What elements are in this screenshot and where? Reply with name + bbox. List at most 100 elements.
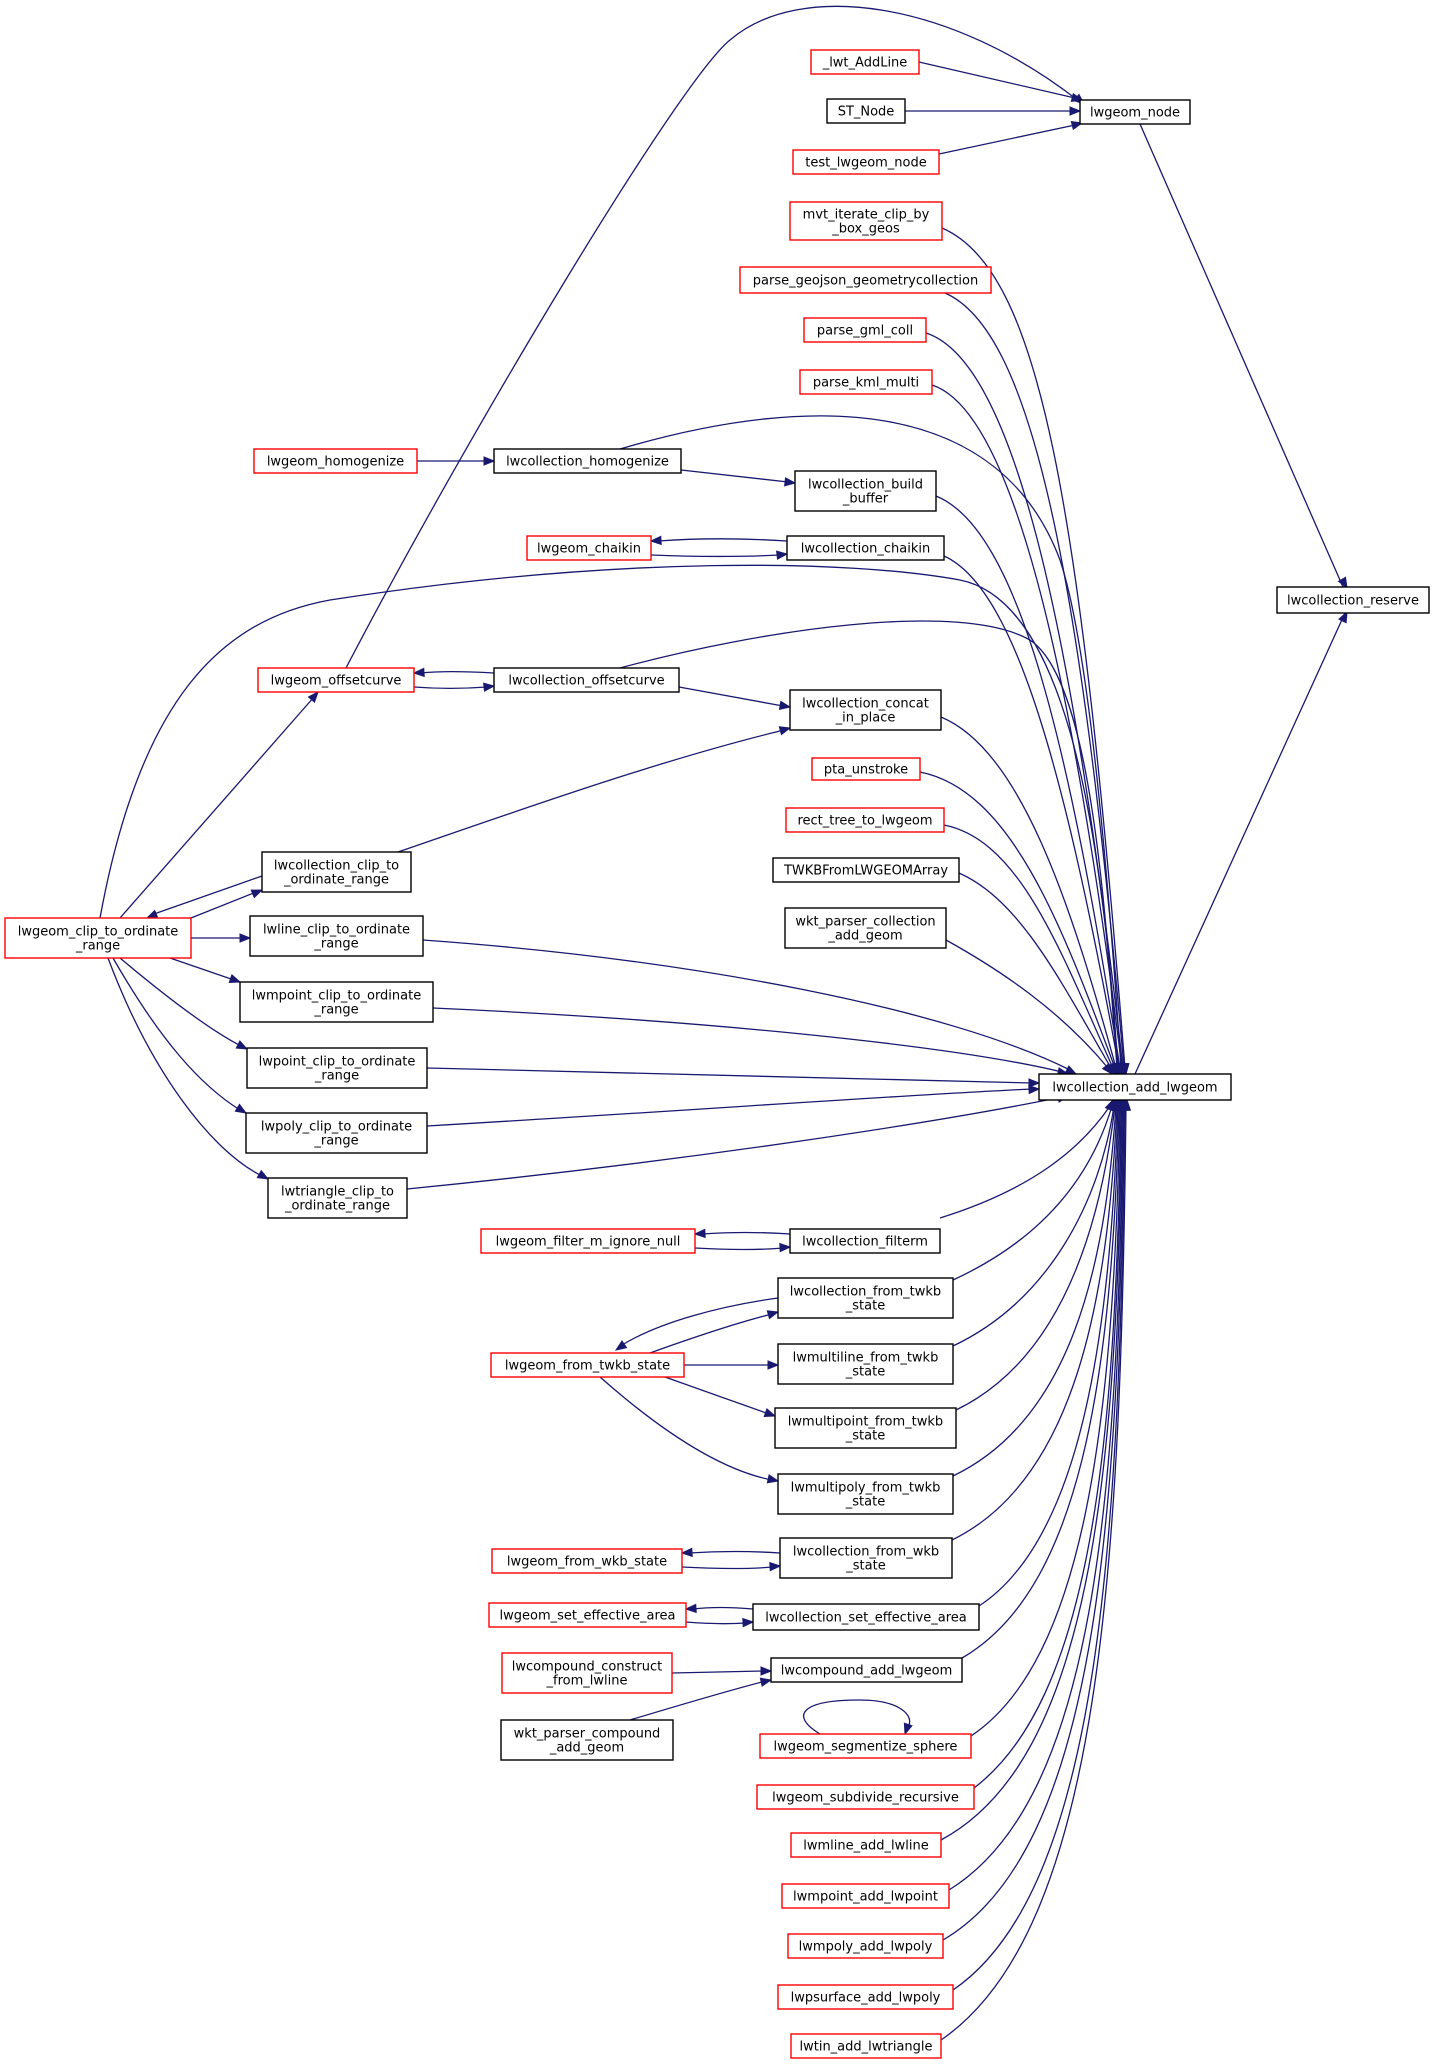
node-box[interactable] [488,1602,687,1628]
node-box[interactable] [799,369,933,395]
node-box[interactable] [803,317,927,343]
node-box[interactable] [246,1047,428,1089]
node-box[interactable] [826,98,906,124]
node-coll_chaikin[interactable]: lwcollection_chaikin [786,535,945,561]
node-box[interactable] [770,1657,963,1683]
node-lwgeom_node[interactable]: lwgeom_node [1079,99,1191,125]
node-st_node[interactable]: ST_Node [826,98,906,124]
node-box[interactable] [267,1177,408,1219]
node-compound_add[interactable]: lwcompound_add_lwgeom [770,1657,963,1683]
node-box[interactable] [774,1407,957,1449]
node-box[interactable] [480,1228,696,1254]
node-box[interactable] [257,667,415,693]
node-box[interactable] [779,1537,953,1579]
node-segmentize_sphere[interactable]: lwgeom_segmentize_sphere [759,1733,972,1759]
node-box[interactable] [249,915,424,957]
node-box[interactable] [784,907,947,949]
node-coll_offsetcurve[interactable]: lwcollection_offsetcurve [493,667,680,693]
node-parse_kml[interactable]: parse_kml_multi [799,369,933,395]
node-psurface_add[interactable]: lwpsurface_add_lwpoly [777,1984,954,2010]
node-mpoly_from_twkb[interactable]: lwmultipoly_from_twkb_state [777,1473,954,1515]
node-box[interactable] [261,851,412,893]
node-mpoint_clip[interactable]: lwmpoint_clip_to_ordinate_range [239,981,434,1023]
node-box[interactable] [239,981,434,1023]
node-coll_from_twkb[interactable]: lwcollection_from_twkb_state [777,1277,954,1319]
node-box[interactable] [790,1832,942,1858]
node-box[interactable] [810,49,920,75]
node-box[interactable] [1038,1073,1232,1101]
node-box[interactable] [777,1343,954,1385]
node-box[interactable] [790,2033,942,2059]
node-test_lwgeom_node[interactable]: test_lwgeom_node [792,149,940,175]
node-box[interactable] [786,535,945,561]
node-box[interactable] [787,1933,944,1959]
node-box[interactable] [526,535,652,561]
node-box[interactable] [253,448,418,474]
node-box[interactable] [756,1784,975,1810]
node-lwgeom_clip[interactable]: lwgeom_clip_to_ordinate_range [4,917,192,959]
node-box[interactable] [752,1603,980,1631]
node-mpoint_from_twkb[interactable]: lwmultipoint_from_twkb_state [774,1407,957,1449]
node-box[interactable] [777,1473,954,1515]
node-subdivide[interactable]: lwgeom_subdivide_recursive [756,1784,975,1810]
node-mpoint_add[interactable]: lwmpoint_add_lwpoint [781,1883,950,1909]
node-box[interactable] [777,1984,954,2010]
node-mline_from_twkb[interactable]: lwmultiline_from_twkb_state [777,1343,954,1385]
node-box[interactable] [490,1352,685,1378]
node-set_effective_area[interactable]: lwgeom_set_effective_area [488,1602,687,1628]
node-triangle_clip[interactable]: lwtriangle_clip_to_ordinate_range [267,1177,408,1219]
node-box[interactable] [493,448,682,474]
node-lwgeom_from_wkb[interactable]: lwgeom_from_wkb_state [491,1548,683,1574]
node-box[interactable] [777,1277,954,1319]
node-box[interactable] [792,149,940,175]
node-pta_unstroke[interactable]: pta_unstroke [811,757,921,781]
node-coll_filterm[interactable]: lwcollection_filterm [789,1228,941,1254]
node-box[interactable] [1079,99,1191,125]
node-box[interactable] [491,1548,683,1574]
node-twkb_array[interactable]: TWKBFromLWGEOMArray [772,857,960,883]
node-box[interactable] [781,1883,950,1909]
node-coll_clip[interactable]: lwcollection_clip_to_ordinate_range [261,851,412,893]
node-box[interactable] [759,1733,972,1759]
node-poly_clip[interactable]: lwpoly_clip_to_ordinate_range [245,1112,428,1154]
node-line_clip[interactable]: lwline_clip_to_ordinate_range [249,915,424,957]
node-filter_m[interactable]: lwgeom_filter_m_ignore_null [480,1228,696,1254]
node-mline_add[interactable]: lwmline_add_lwline [790,1832,942,1858]
node-lwgeom_from_twkb[interactable]: lwgeom_from_twkb_state [490,1352,685,1378]
node-point_clip[interactable]: lwpoint_clip_to_ordinate_range [246,1047,428,1089]
node-tin_add[interactable]: lwtin_add_lwtriangle [790,2033,942,2059]
node-box[interactable] [245,1112,428,1154]
node-coll_set_effective_area[interactable]: lwcollection_set_effective_area [752,1603,980,1631]
node-box[interactable] [493,667,680,693]
node-mvt_iterate[interactable]: mvt_iterate_clip_by_box_geos [789,201,943,241]
node-lwgeom_offsetcurve[interactable]: lwgeom_offsetcurve [257,667,415,693]
node-box[interactable] [500,1719,674,1761]
node-wkt_compound_add[interactable]: wkt_parser_compound_add_geom [500,1719,674,1761]
node-box[interactable] [1276,586,1430,614]
node-box[interactable] [811,757,921,781]
node-coll_build_buffer[interactable]: lwcollection_build_buffer [794,470,937,512]
node-lwt_addline[interactable]: _lwt_AddLine [810,49,920,75]
node-compound_construct[interactable]: lwcompound_construct_from_lwline [501,1652,673,1694]
node-rect_tree[interactable]: rect_tree_to_lwgeom [785,807,945,833]
node-box[interactable] [739,266,992,294]
node-parse_geojson[interactable]: parse_geojson_geometrycollection [739,266,992,294]
node-coll_homogenize[interactable]: lwcollection_homogenize [493,448,682,474]
node-wkt_coll_add[interactable]: wkt_parser_collection_add_geom [784,907,947,949]
node-coll_concat[interactable]: lwcollection_concat_in_place [789,689,942,731]
node-mpoly_add[interactable]: lwmpoly_add_lwpoly [787,1933,944,1959]
node-lwgeom_chaikin[interactable]: lwgeom_chaikin [526,535,652,561]
node-coll_from_wkb[interactable]: lwcollection_from_wkb_state [779,1537,953,1579]
node-box[interactable] [501,1652,673,1694]
node-box[interactable] [4,917,192,959]
node-box[interactable] [789,689,942,731]
node-reserve[interactable]: lwcollection_reserve [1276,586,1430,614]
node-box[interactable] [772,857,960,883]
node-parse_gml[interactable]: parse_gml_coll [803,317,927,343]
node-box[interactable] [785,807,945,833]
node-box[interactable] [789,1228,941,1254]
node-box[interactable] [794,470,937,512]
node-add_lwgeom[interactable]: lwcollection_add_lwgeom [1038,1073,1232,1101]
node-lwgeom_homogenize[interactable]: lwgeom_homogenize [253,448,418,474]
node-box[interactable] [789,201,943,241]
